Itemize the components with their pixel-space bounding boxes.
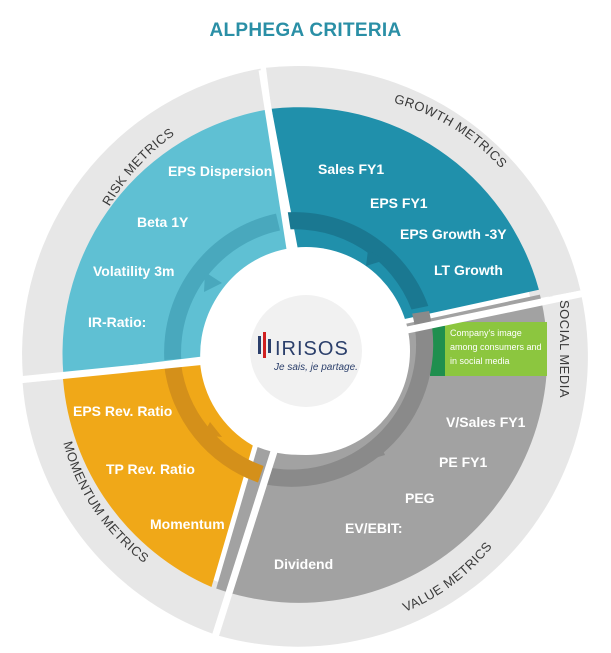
value-item: Dividend [274, 556, 333, 572]
value-item: PE FY1 [439, 454, 487, 470]
outer-ring-value [218, 296, 588, 647]
momentum-item: TP Rev. Ratio [106, 461, 195, 477]
outer-ring-momentum [22, 378, 229, 634]
risk-item: Beta 1Y [137, 214, 189, 230]
growth-item: Sales FY1 [318, 161, 384, 177]
segment-risk [62, 109, 293, 374]
outer-ring-risk [22, 68, 268, 378]
segment-momentum [63, 361, 253, 587]
momentum-item: EPS Rev. Ratio [73, 403, 172, 419]
social-line: in social media [450, 356, 510, 366]
arrow-momentum-icon [203, 422, 222, 437]
growth-item: EPS Growth -3Y [400, 226, 507, 242]
social-line: Company's image [450, 328, 522, 338]
logo-name: IRISOS [275, 338, 349, 360]
risk-item: IR-Ratio: [88, 314, 146, 330]
arrow-value-icon [368, 444, 385, 460]
risk-item: Volatility 3m [93, 263, 174, 279]
outer-ring-growth [266, 66, 581, 300]
value-item: EV/EBIT: [345, 520, 403, 536]
risk-items: EPS Dispersion Beta 1Y Volatility 3m IR-… [88, 163, 272, 330]
logo-tagline: Je sais, je partage. [273, 362, 358, 373]
outer-ring [22, 66, 588, 647]
arrow-risk-icon [204, 272, 222, 292]
arrow-growth-icon [366, 250, 385, 266]
momentum-item: Momentum [150, 516, 225, 532]
segment-growth [271, 107, 539, 321]
social-media-box [416, 322, 547, 376]
cycle-band [164, 212, 434, 487]
value-items: V/Sales FY1 PE FY1 PEG EV/EBIT: Dividend [274, 414, 526, 572]
page-title: ALPHEGA CRITERIA [209, 20, 402, 41]
social-media-band [547, 296, 581, 382]
social-line: among consumers and [450, 342, 542, 352]
cycle-arrows [203, 250, 385, 460]
social-media-text: Company's image among consumers and in s… [450, 328, 542, 366]
risk-item: EPS Dispersion [168, 163, 272, 179]
irisos-logo: IRISOS Je sais, je partage. [250, 295, 362, 407]
social-media-label: SOCIAL MEDIA [557, 300, 572, 398]
value-item: V/Sales FY1 [446, 414, 526, 430]
growth-item: EPS FY1 [370, 195, 428, 211]
growth-items: Sales FY1 EPS FY1 EPS Growth -3Y LT Grow… [318, 161, 507, 278]
growth-item: LT Growth [434, 262, 503, 278]
momentum-items: EPS Rev. Ratio TP Rev. Ratio Momentum [73, 403, 225, 532]
value-item: PEG [405, 490, 435, 506]
